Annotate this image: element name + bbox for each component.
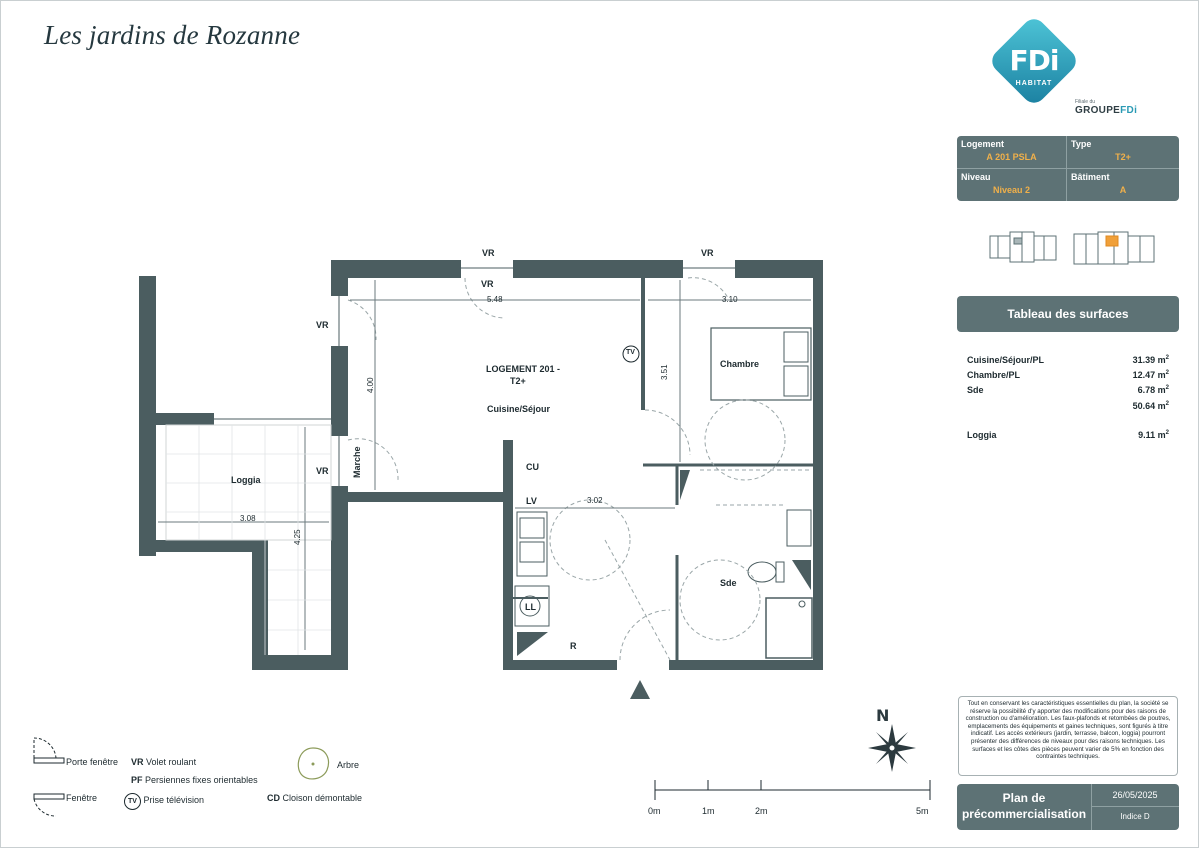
footer-box: Plan de précommercialisation 26/05/2025 … [957, 784, 1179, 830]
label-logement-title: LOGEMENT 201 - [486, 364, 561, 374]
legend-cd: CD Cloison démontable [267, 793, 363, 803]
legend-arbre: Arbre [337, 760, 360, 770]
label-vr-3: VR [482, 248, 495, 258]
wall [331, 492, 348, 670]
wall [252, 655, 345, 670]
label-chambre: Chambre [720, 359, 760, 369]
label-tv: TV [626, 349, 635, 356]
dim-chambre-height: 3.51 [660, 364, 669, 380]
legend-vr: VR Volet roulant [131, 757, 197, 767]
tv-icon: TV [124, 793, 141, 810]
label-ll: LL [525, 602, 536, 612]
info-logement: Logement A 201 PSLA [961, 139, 1037, 162]
scale-label: 5m [916, 806, 929, 816]
dim-loggia-width: 3.08 [240, 514, 256, 523]
footer-indice: Indice D [1120, 812, 1150, 821]
building-keyplan-right [1073, 231, 1155, 265]
label-cu: CU [526, 462, 539, 472]
scale-label: 0m [648, 806, 661, 816]
logo-subtext: HABITAT [1015, 80, 1053, 87]
building-keyplan-left [989, 231, 1057, 263]
disclaimer-text: Tout en conservant les caractéristiques … [958, 696, 1178, 776]
info-batiment: Bâtiment A [1071, 172, 1127, 195]
entrance-arrow [630, 680, 650, 699]
label-vr-2: VR [701, 248, 714, 258]
wall [156, 540, 268, 552]
dim-cuisine-width: 3.02 [587, 496, 603, 505]
info-grid: Logement A 201 PSLA Type T2+ Niveau Nive… [957, 136, 1179, 201]
logo-group: GROUPEFDi [1075, 105, 1138, 116]
scale-label: 1m [702, 806, 715, 816]
project-title: Les jardins de Rozanne [44, 20, 301, 50]
fenetre-icon [33, 793, 65, 817]
wall [813, 260, 823, 670]
compass-icon [868, 724, 916, 772]
logo-text: FDi [1009, 44, 1060, 77]
wall [348, 492, 513, 502]
porte-fenetre-icon [33, 737, 65, 764]
scale-label: 2m [755, 806, 768, 816]
label-cuisine-sejour: Cuisine/Séjour [487, 404, 551, 414]
label-r: R [570, 641, 577, 651]
label-loggia: Loggia [231, 475, 261, 485]
dim-sejour-width: 5.48 [487, 295, 503, 304]
label-logement-type: T2+ [510, 376, 526, 386]
label-sde: Sde [720, 578, 737, 588]
footer-label: Plan de précommercialisation [961, 791, 1087, 821]
wall [252, 540, 268, 670]
label-vr-5: VR [316, 466, 329, 476]
wall [331, 260, 823, 278]
fdi-logo: FDi HABITAT Filiale du GROUPEFDi [987, 14, 1143, 122]
dim-sejour-height: 4.00 [366, 377, 375, 393]
logo-group-small: Filiale du [1075, 99, 1096, 105]
arbre-icon [297, 747, 330, 780]
legend-fenetre: Fenêtre [66, 793, 98, 803]
footer-date: 26/05/2025 [1112, 790, 1158, 800]
info-type: Type T2+ [1071, 139, 1131, 162]
legend-porte-fenetre: Porte fenêtre [66, 757, 119, 767]
dim-loggia-height: 4.25 [293, 529, 302, 545]
dim-chambre-width: 3.10 [722, 295, 738, 304]
wall [139, 276, 156, 556]
surfaces-header: Tableau des surfaces [957, 296, 1179, 332]
label-lv: LV [526, 496, 537, 506]
label-vr-1: VR [481, 279, 494, 289]
legend-pf: PF Persiennes fixes orientables [131, 775, 258, 785]
north-label: N [876, 706, 890, 725]
label-marche: Marche [352, 446, 362, 478]
wall [503, 440, 513, 670]
legend-tv: TV Prise télévision [124, 793, 204, 810]
wall [156, 413, 214, 425]
info-niveau: Niveau Niveau 2 [961, 172, 1031, 195]
label-vr-4: VR [316, 320, 329, 330]
